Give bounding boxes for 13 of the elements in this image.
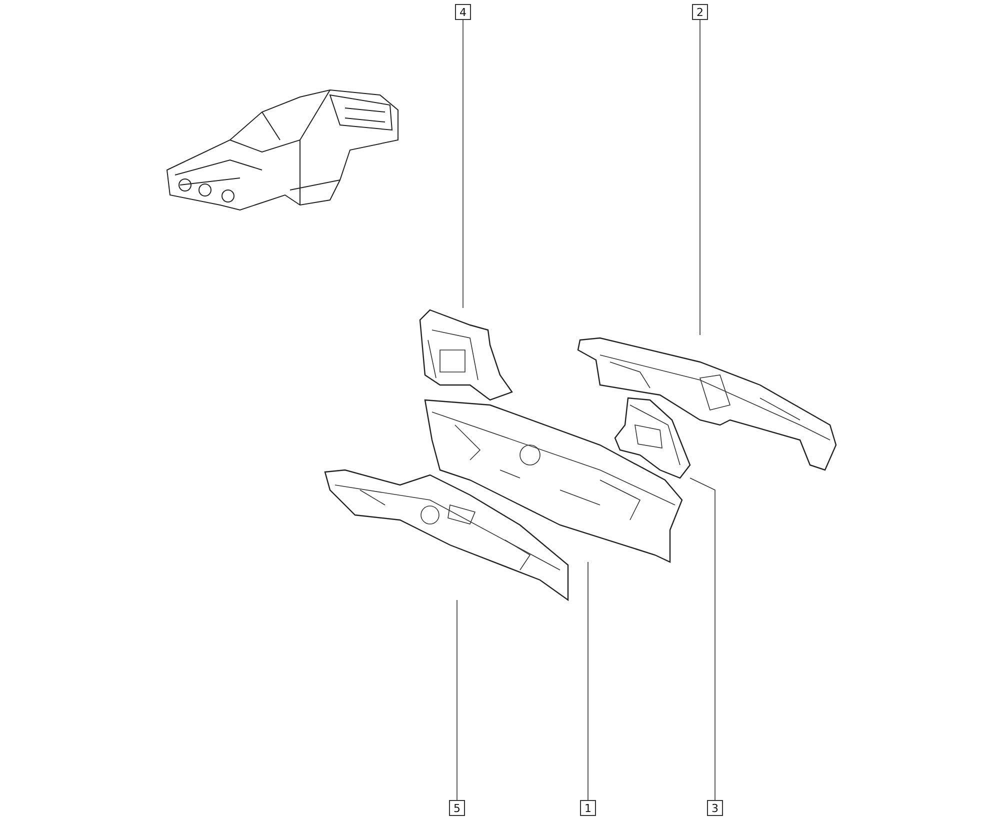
body-panel-drawing [578, 335, 836, 470]
callout-number: 4 [455, 4, 471, 20]
callout-number: 1 [580, 800, 596, 816]
body-panel-drawing [420, 308, 512, 400]
body-panel-drawing [615, 395, 690, 478]
callout-number: 2 [692, 4, 708, 20]
leader-line [462, 20, 464, 308]
callout-number: 3 [707, 800, 723, 816]
callout-number: 5 [449, 800, 465, 816]
body-panel-drawing [425, 398, 682, 562]
leader-line [456, 600, 458, 800]
leader-line [690, 478, 716, 800]
body-panel-drawing [325, 470, 568, 600]
